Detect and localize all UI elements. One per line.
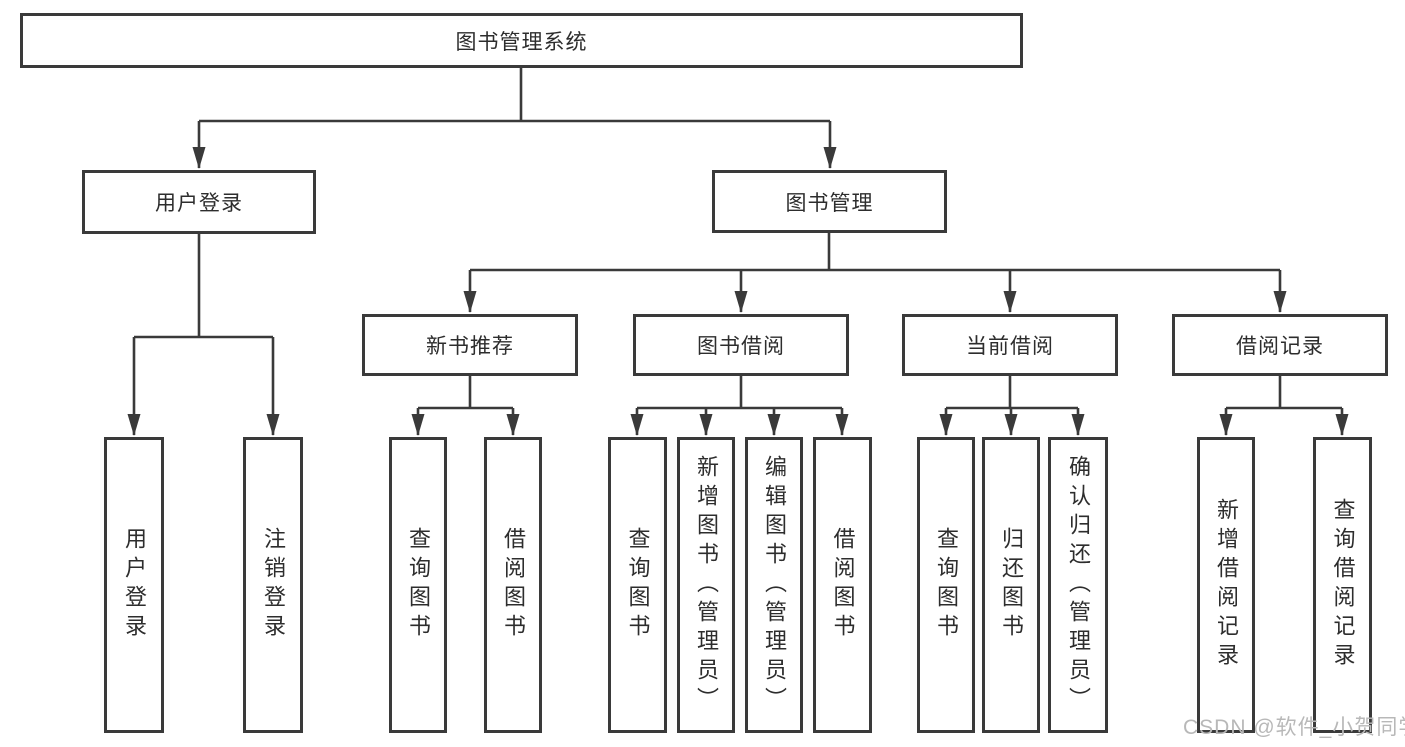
leaf-borrow-books-recommend: 借阅图书 bbox=[484, 437, 542, 733]
leaf-label: 确认归还（管理员） bbox=[1066, 454, 1091, 716]
node-user-login-branch: 用户登录 bbox=[82, 170, 316, 234]
leaf-label: 新增借阅记录 bbox=[1214, 498, 1239, 672]
leaf-add-borrow-record: 新增借阅记录 bbox=[1197, 437, 1255, 733]
leaf-query-books-recommend: 查询图书 bbox=[389, 437, 447, 733]
node-current-borrow: 当前借阅 bbox=[902, 314, 1118, 376]
leaf-label: 查询图书 bbox=[934, 527, 959, 643]
leaf-label: 查询借阅记录 bbox=[1330, 498, 1356, 672]
leaf-user-login: 用户登录 bbox=[104, 437, 164, 733]
node-new-book-recommend: 新书推荐 bbox=[362, 314, 578, 376]
leaf-add-book-admin: 新增图书（管理员） bbox=[677, 437, 735, 733]
leaf-query-books-current: 查询图书 bbox=[917, 437, 975, 733]
leaf-edit-book-admin: 编辑图书（管理员） bbox=[745, 437, 803, 733]
leaf-label: 借阅图书 bbox=[830, 527, 856, 643]
node-root: 图书管理系统 bbox=[20, 13, 1023, 68]
leaf-label: 用户登录 bbox=[122, 527, 147, 643]
leaf-label: 新增图书（管理员） bbox=[694, 454, 719, 716]
leaf-label: 编辑图书（管理员） bbox=[762, 454, 787, 716]
csdn-watermark: CSDN @软件_小贺同学 bbox=[1183, 716, 1405, 739]
leaf-label: 注销登录 bbox=[261, 527, 286, 643]
leaf-query-books-borrow: 查询图书 bbox=[608, 437, 667, 733]
node-borrow-records: 借阅记录 bbox=[1172, 314, 1388, 376]
leaf-confirm-return-admin: 确认归还（管理员） bbox=[1048, 437, 1108, 733]
leaf-label: 归还图书 bbox=[999, 527, 1024, 643]
node-book-borrow: 图书借阅 bbox=[633, 314, 849, 376]
leaf-label: 查询图书 bbox=[625, 527, 651, 643]
leaf-label: 查询图书 bbox=[406, 527, 431, 643]
leaf-return-book: 归还图书 bbox=[982, 437, 1040, 733]
leaf-logout: 注销登录 bbox=[243, 437, 303, 733]
leaf-label: 借阅图书 bbox=[501, 527, 526, 643]
leaf-query-borrow-record: 查询借阅记录 bbox=[1313, 437, 1372, 733]
leaf-borrow-books: 借阅图书 bbox=[813, 437, 872, 733]
node-book-management: 图书管理 bbox=[712, 170, 947, 233]
